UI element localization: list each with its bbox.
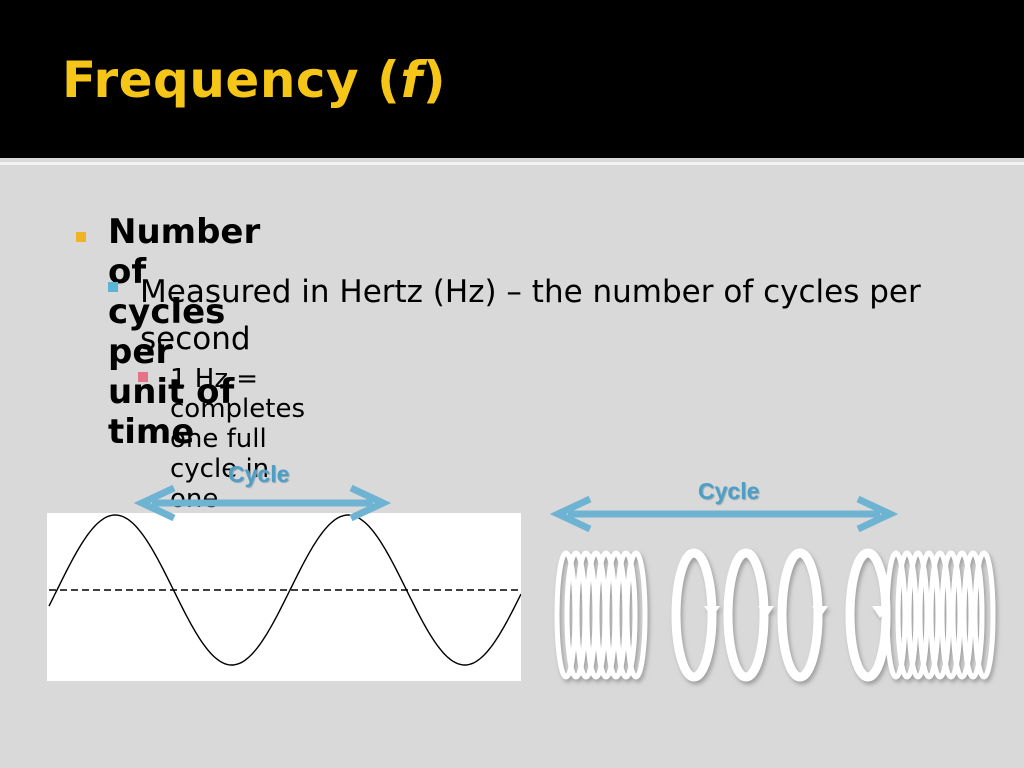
coil-loop xyxy=(723,548,769,682)
cycle-arrow-left xyxy=(133,484,392,522)
coil-loop xyxy=(614,550,638,680)
cycle-arrow-right xyxy=(549,495,899,533)
coil-spring-wave xyxy=(554,548,996,682)
coil-arrow-icon xyxy=(872,606,888,618)
coil-loop xyxy=(777,548,823,682)
coil-arrow-icon xyxy=(812,606,828,618)
coil-loop xyxy=(917,550,941,680)
coil-loop xyxy=(671,548,717,682)
coil-loop xyxy=(939,550,963,680)
title-divider xyxy=(0,162,1024,165)
cycle-label-left: Cycle xyxy=(228,461,290,487)
coil-loop xyxy=(972,550,996,680)
coil-arrow-icon xyxy=(704,606,720,618)
sine-wave xyxy=(48,514,522,666)
coil-loop xyxy=(961,550,985,680)
title-bar xyxy=(0,0,1024,158)
bullet-level2: Measured in Hertz (Hz) – the number of c… xyxy=(140,274,921,357)
coil-loop xyxy=(624,550,648,680)
title-close: ) xyxy=(422,51,447,109)
bullet-square-icon xyxy=(108,282,118,292)
coil-loop xyxy=(950,550,974,680)
cycle-label-right: Cycle xyxy=(698,478,760,504)
coil-loop xyxy=(928,550,952,680)
coil-loop xyxy=(895,550,919,680)
coil-arrow-icon xyxy=(758,606,774,618)
coil-loop xyxy=(884,550,908,680)
bullet-square-icon xyxy=(76,232,86,242)
bullet-square-icon xyxy=(138,372,148,382)
title-main: Frequency ( xyxy=(62,51,401,109)
coil-loop xyxy=(906,550,930,680)
sine-wave-image xyxy=(48,514,522,666)
slide-title: Frequency (f) xyxy=(62,51,447,110)
sine-wave-panel xyxy=(47,513,522,681)
title-variable: f xyxy=(400,51,423,109)
